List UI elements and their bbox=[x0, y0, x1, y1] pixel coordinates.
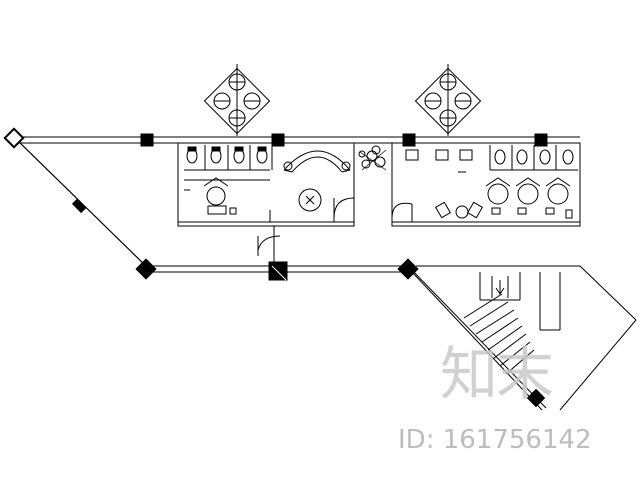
columns bbox=[3, 127, 548, 281]
plant bbox=[358, 145, 387, 171]
left-lounge bbox=[184, 177, 271, 222]
table-cluster-right bbox=[414, 64, 482, 136]
right-toilet-stalls bbox=[405, 145, 578, 173]
reception-desk bbox=[283, 150, 351, 212]
table-cluster-left bbox=[203, 64, 271, 136]
top-wall bbox=[14, 136, 580, 144]
watermark-id: ID: 161756142 bbox=[398, 425, 592, 455]
right-lounge bbox=[434, 177, 573, 219]
stair-tower bbox=[407, 265, 637, 411]
left-toilet-stalls bbox=[184, 145, 273, 181]
watermark-logo: 知末 bbox=[440, 340, 554, 408]
doors bbox=[257, 197, 413, 266]
column-outline bbox=[4, 128, 287, 281]
left-diagonal-wall bbox=[13, 136, 153, 273]
washroom-block bbox=[177, 142, 581, 227]
